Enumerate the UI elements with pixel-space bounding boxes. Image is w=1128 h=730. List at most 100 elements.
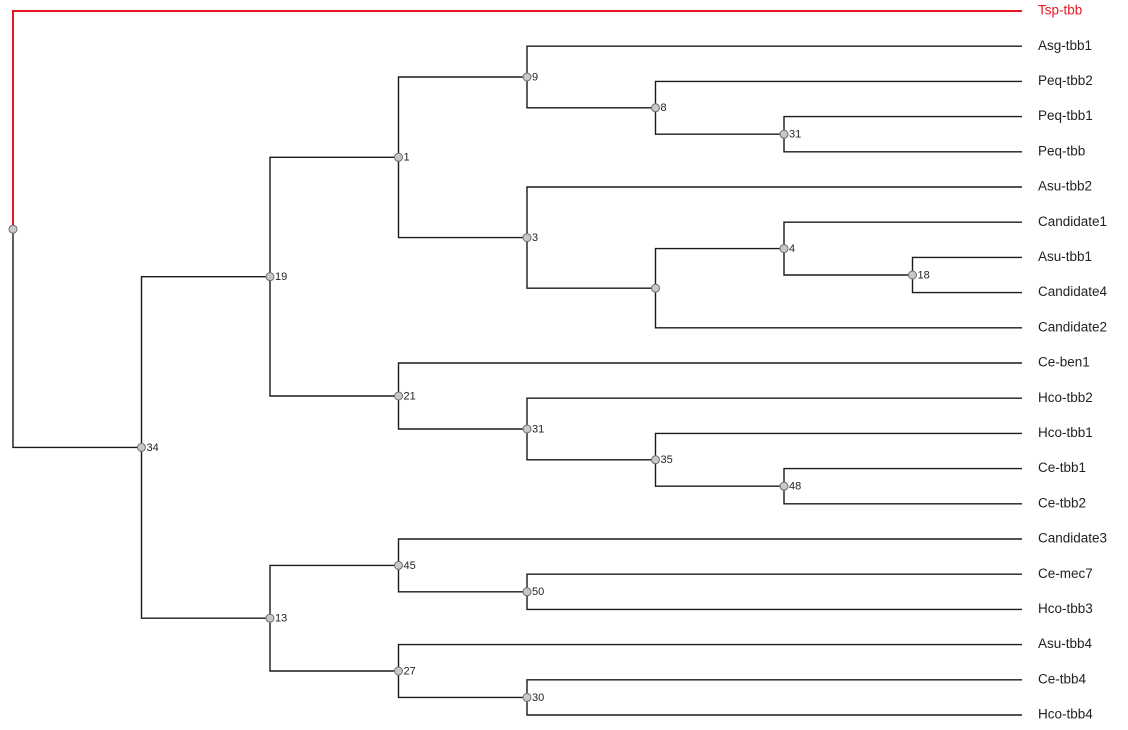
- tree-branch[interactable]: [397, 76, 528, 158]
- tree-branch[interactable]: [397, 362, 1023, 396]
- tree-node[interactable]: [265, 272, 275, 282]
- tree-node[interactable]: [651, 455, 660, 465]
- tree-branches: [12, 10, 1023, 716]
- tree-branch[interactable]: [783, 486, 1022, 505]
- tree-branch[interactable]: [140, 447, 271, 619]
- leaf-label[interactable]: Candidate1: [1038, 214, 1107, 229]
- leaf-label[interactable]: Hco-tbb1: [1038, 425, 1093, 440]
- support-value: 45: [404, 560, 416, 572]
- leaf-label[interactable]: Candidate4: [1038, 284, 1108, 299]
- tree-branch[interactable]: [397, 643, 1023, 671]
- support-value: 35: [661, 454, 673, 466]
- support-value: 3: [532, 232, 538, 244]
- tree-branch[interactable]: [526, 397, 1022, 429]
- tree-branch[interactable]: [526, 679, 1022, 698]
- leaf-label[interactable]: Ce-tbb1: [1038, 460, 1086, 475]
- support-value: 31: [789, 129, 801, 141]
- tree-node[interactable]: [522, 692, 532, 702]
- tree-node[interactable]: [265, 613, 275, 623]
- tree-node[interactable]: [522, 72, 532, 82]
- tree-node[interactable]: [651, 103, 660, 113]
- support-value: 27: [404, 665, 416, 677]
- tree-branch[interactable]: [526, 697, 1022, 716]
- support-value: 4: [789, 243, 795, 255]
- tree-node[interactable]: [522, 587, 532, 597]
- tree-branch[interactable]: [654, 80, 1023, 108]
- tree-branch[interactable]: [269, 276, 399, 397]
- tree-node[interactable]: [394, 391, 403, 401]
- highlighted-branch[interactable]: [12, 10, 1022, 230]
- tree-branch[interactable]: [140, 275, 271, 448]
- leaf-label[interactable]: Ce-ben1: [1038, 355, 1090, 370]
- tree-node[interactable]: [908, 270, 917, 280]
- tree-branch[interactable]: [526, 429, 656, 461]
- leaf-label[interactable]: Asg-tbb1: [1038, 38, 1092, 53]
- tree-node[interactable]: [394, 666, 403, 676]
- tree-node[interactable]: [779, 481, 789, 491]
- support-value: 13: [275, 613, 287, 625]
- tree-branch[interactable]: [397, 671, 528, 699]
- tree-branch[interactable]: [526, 591, 1022, 611]
- leaf-label[interactable]: Candidate2: [1038, 319, 1107, 334]
- support-value: 30: [532, 692, 544, 704]
- tree-branch[interactable]: [911, 275, 1023, 294]
- tree-node[interactable]: [651, 283, 660, 293]
- leaf-label[interactable]: Asu-tbb2: [1038, 179, 1092, 194]
- tree-branch[interactable]: [783, 115, 1022, 135]
- tree-branch[interactable]: [783, 221, 1022, 249]
- leaf-label[interactable]: Ce-tbb2: [1038, 495, 1086, 510]
- leaf-label[interactable]: Ce-tbb4: [1038, 671, 1087, 686]
- leaf-label[interactable]: Peq-tbb1: [1038, 108, 1093, 123]
- leaf-label[interactable]: Asu-tbb1: [1038, 249, 1092, 264]
- tree-branch[interactable]: [526, 573, 1022, 592]
- tree-branch[interactable]: [783, 134, 1022, 153]
- tree-branch[interactable]: [269, 156, 399, 277]
- tree-branch[interactable]: [911, 256, 1023, 275]
- leaf-label[interactable]: Hco-tbb2: [1038, 390, 1093, 405]
- tree-nodes: [8, 72, 917, 702]
- tree-node[interactable]: [8, 224, 18, 234]
- tree-branch[interactable]: [526, 45, 1022, 77]
- leaf-label[interactable]: Hco-tbb3: [1038, 601, 1093, 616]
- tree-node[interactable]: [394, 560, 403, 570]
- tree-branch[interactable]: [654, 247, 785, 289]
- tree-node[interactable]: [522, 233, 532, 243]
- leaf-label[interactable]: Peq-tbb: [1038, 143, 1085, 158]
- tree-branch[interactable]: [654, 432, 1023, 460]
- leaf-label[interactable]: Candidate3: [1038, 531, 1107, 546]
- support-value: 31: [532, 423, 544, 435]
- leaf-label[interactable]: Ce-mec7: [1038, 566, 1093, 581]
- tree-node[interactable]: [779, 129, 789, 139]
- support-value: 9: [532, 71, 538, 83]
- leaf-label[interactable]: Asu-tbb4: [1038, 636, 1093, 651]
- tree-node[interactable]: [522, 424, 532, 434]
- tree-branch[interactable]: [269, 618, 399, 672]
- tree-branch[interactable]: [654, 107, 785, 135]
- leaf-label[interactable]: Peq-tbb2: [1038, 73, 1093, 88]
- tree-node[interactable]: [394, 152, 403, 162]
- tree-node[interactable]: [137, 442, 146, 452]
- tree-branch[interactable]: [269, 564, 399, 619]
- tree-branch[interactable]: [397, 396, 528, 430]
- leaf-label[interactable]: Hco-tbb4: [1038, 707, 1093, 722]
- tree-branch[interactable]: [783, 467, 1022, 487]
- support-value: 1: [404, 152, 410, 164]
- tree-branch[interactable]: [397, 565, 528, 593]
- support-value: 48: [789, 481, 801, 493]
- tree-branch[interactable]: [526, 186, 1022, 238]
- tree-branch[interactable]: [654, 459, 785, 487]
- support-value: 21: [404, 390, 416, 402]
- tree-branch[interactable]: [526, 77, 656, 109]
- tree-node[interactable]: [779, 244, 789, 254]
- tree-branch[interactable]: [783, 248, 913, 276]
- tree-branch[interactable]: [526, 237, 656, 289]
- tree-branch[interactable]: [12, 229, 142, 449]
- support-value: 8: [661, 102, 667, 114]
- tree-labels: Tsp-tbbAsg-tbb1Peq-tbb2Peq-tbb1Peq-tbb31…: [147, 3, 1108, 722]
- tree-branch[interactable]: [397, 538, 1023, 566]
- tree-branch[interactable]: [654, 288, 1023, 329]
- support-value: 34: [147, 442, 159, 454]
- tree-branch[interactable]: [397, 157, 528, 239]
- leaf-label[interactable]: Tsp-tbb: [1038, 3, 1082, 18]
